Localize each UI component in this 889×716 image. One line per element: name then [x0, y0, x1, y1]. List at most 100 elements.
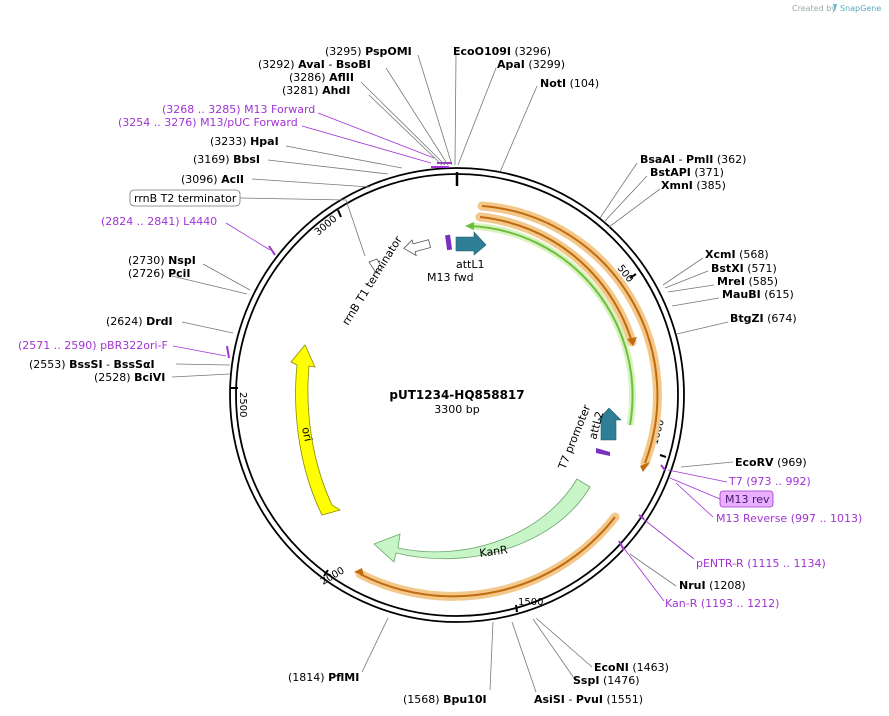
leader-line [454, 54, 457, 166]
orf-arc-inner [479, 216, 633, 343]
primer-label[interactable]: (3268 .. 3285) M13 Forward [162, 103, 315, 116]
orf-arc-outer [481, 205, 659, 464]
enzyme-site[interactable]: ApaI (3299) [497, 58, 565, 71]
credit: Created by SnapGene [792, 4, 881, 13]
rrnb-t2-box[interactable]: rrnB T2 terminator [129, 189, 241, 207]
enzyme-site[interactable]: (2730) NspI [128, 254, 196, 267]
enzyme-site[interactable]: AsiSI - PvuI (1551) [534, 693, 643, 706]
leader-line [676, 321, 729, 335]
plasmid-size: 3300 bp [434, 403, 479, 416]
leader-line [535, 617, 593, 668]
sites-left: (3295) PspOMI (3292) AvaI - BsoBI (3286)… [29, 45, 487, 706]
orf-arc-bottom [359, 516, 616, 598]
orf-arc-arrowhead [465, 222, 474, 230]
leader-line [457, 67, 497, 166]
primer-mark [638, 514, 645, 520]
enzyme-site[interactable]: (3292) AvaI - BsoBI [258, 58, 371, 71]
leader-line [368, 94, 443, 166]
kanr-feature: KanR [373, 478, 591, 563]
primer-mark [660, 464, 666, 471]
leader-line [511, 621, 537, 693]
rrnb-t2-arrow [368, 258, 383, 274]
enzyme-site[interactable]: XmnI (385) [661, 179, 726, 192]
attl2-arrow [597, 407, 622, 441]
enzyme-site[interactable]: EcoNI (1463) [594, 661, 669, 674]
leader-line [385, 67, 449, 166]
enzyme-site[interactable]: EcoO109I (3296) [453, 45, 551, 58]
enzyme-site[interactable]: (3096) AclI [181, 173, 244, 186]
leader-line [641, 517, 695, 560]
tick-mark [323, 569, 329, 577]
leader-line [667, 284, 715, 293]
primer-mark [618, 540, 625, 551]
leader-line [267, 159, 389, 175]
enzyme-site[interactable]: XcmI (568) [705, 248, 769, 261]
enzyme-site[interactable]: EcoRV (969) [735, 456, 807, 469]
leader-line [629, 553, 677, 587]
leader-line [181, 321, 234, 334]
primer-label[interactable]: Kan-R (1193 .. 1212) [665, 597, 779, 610]
leader-line [608, 188, 661, 228]
leader-line [662, 257, 704, 286]
primer-label[interactable]: M13 Reverse (997 .. 1013) [716, 512, 862, 525]
primer-label[interactable]: (3254 .. 3276) M13/pUC Forward [118, 116, 298, 129]
enzyme-site[interactable]: (3169) BbsI [193, 153, 260, 166]
enzyme-site[interactable]: (3286) AflII [289, 71, 354, 84]
enzyme-site[interactable]: (2553) BssSI - BssSαI [29, 358, 155, 371]
primer-marks [226, 162, 666, 551]
tick-mark [629, 273, 637, 279]
leader-line [202, 263, 251, 291]
enzyme-site[interactable]: (2624) DrdI [106, 315, 173, 328]
rrnb-t2-label: rrnB T2 terminator [134, 192, 237, 205]
leader-line [680, 461, 734, 468]
enzyme-site[interactable]: (3233) HpaI [210, 135, 279, 148]
enzyme-site[interactable]: BstXI (571) [711, 262, 777, 275]
enzyme-site[interactable]: MauBI (615) [722, 288, 794, 301]
enzyme-site[interactable]: NotI (104) [540, 77, 599, 90]
orf-arc-arrowhead [627, 337, 637, 346]
enzyme-site[interactable]: (2528) BciVI [94, 371, 165, 384]
orf-arc-green [469, 225, 634, 426]
rrnb-t2-box-frame [129, 189, 241, 207]
primer-label[interactable]: M13 rev [725, 493, 770, 506]
tick-mark [659, 454, 667, 458]
leader-line [301, 125, 432, 164]
m13-fwd-label: M13 fwd [427, 271, 474, 284]
leader-line [251, 178, 371, 188]
orf-arc-arrowhead [354, 568, 364, 576]
primer-label[interactable]: (2824 .. 2841) L4440 [101, 215, 217, 228]
enzyme-site[interactable]: (3295) PspOMI [325, 45, 412, 58]
enzyme-site[interactable]: (2726) PciI [128, 267, 191, 280]
enzyme-site[interactable]: (1814) PflMI [288, 671, 359, 684]
primer-labels: (3268 .. 3285) M13 Forward (3254 .. 3276… [18, 103, 862, 610]
enzyme-site[interactable]: SspI (1476) [573, 674, 640, 687]
backbone-outer [229, 167, 685, 623]
primer-label[interactable]: (2571 .. 2590) pBR322ori-F [18, 339, 168, 352]
orf-arc-arrowhead [640, 462, 650, 472]
enzyme-site[interactable]: BsaAI - PmlI (362) [640, 153, 746, 166]
primer-label[interactable]: T7 (973 .. 992) [728, 475, 811, 488]
primer-label[interactable]: pENTR-R (1115 .. 1134) [696, 557, 826, 570]
attl1-label: attL1 [456, 258, 485, 271]
enzyme-site[interactable]: MreI (585) [717, 275, 778, 288]
enzyme-site[interactable]: BtgZI (674) [730, 312, 797, 325]
enzyme-site[interactable]: BstAPI (371) [650, 166, 724, 179]
ori-feature: ori [290, 344, 341, 516]
rrnb-t1-label: rrnB T1 terminator [340, 234, 406, 328]
enzyme-site[interactable]: (1568) Bpu10I [403, 693, 487, 706]
leader-line [622, 546, 665, 602]
enzyme-site[interactable]: (3281) AhdI [282, 84, 350, 97]
leader-line [285, 145, 403, 169]
enzyme-site[interactable]: NruI (1208) [679, 579, 746, 592]
orf-arcs [354, 201, 662, 601]
rrnb-t1-arrow [403, 239, 432, 257]
terminators: rrnB T1 terminator [340, 234, 432, 328]
leader-line [671, 297, 720, 307]
kanr-arrow [373, 478, 591, 563]
leader-line [417, 54, 453, 166]
primer-mark [226, 345, 230, 359]
leader-line [360, 81, 446, 166]
leader-line [171, 275, 248, 295]
leader-line [239, 197, 366, 257]
snapgene-logo-icon [833, 4, 837, 12]
